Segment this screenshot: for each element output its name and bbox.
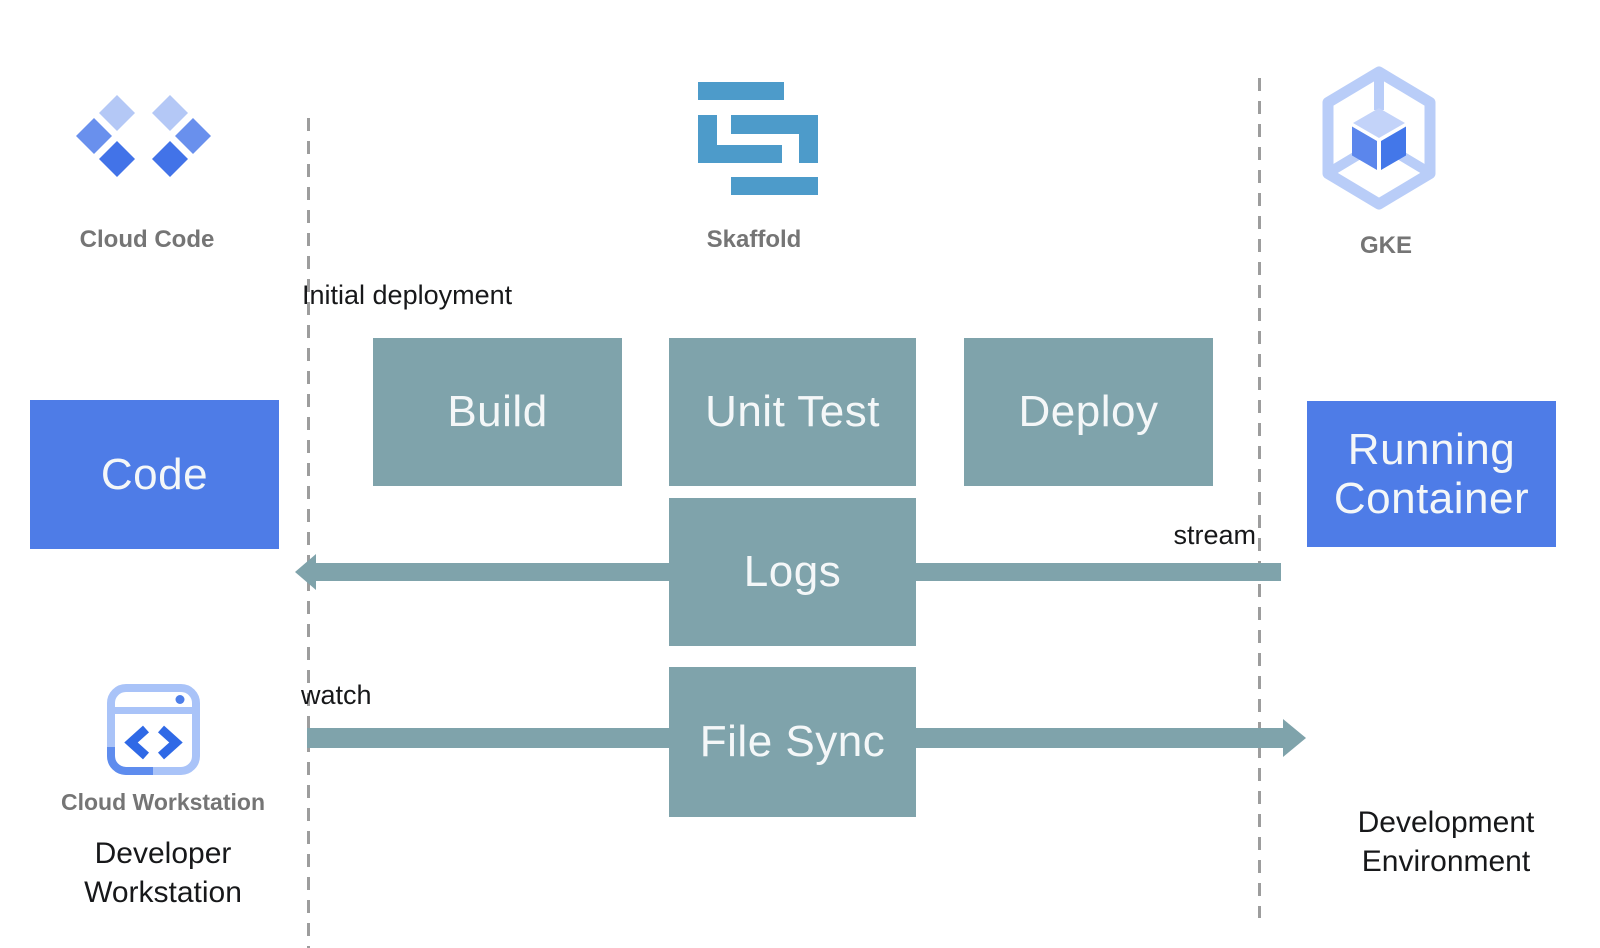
- unit-test-box-label: Unit Test: [705, 387, 880, 437]
- skaffold-label: Skaffold: [706, 226, 802, 253]
- diamond-right-top: [152, 95, 188, 131]
- gke-hexagon: [1322, 66, 1436, 210]
- workstation-header-divider: [112, 707, 195, 714]
- gke-label: GKE: [1359, 232, 1412, 259]
- gke-cube-left: [1352, 126, 1377, 170]
- skaffold-bottom-bar: [731, 177, 818, 195]
- cloud-code-icon: [76, 95, 211, 177]
- gke-cube-right: [1381, 126, 1406, 170]
- skaffold-right-col: [799, 115, 818, 163]
- cloud-workstation-icon: [107, 684, 200, 775]
- initial-deployment-label: Initial deployment: [302, 280, 513, 310]
- skaffold-icon: [698, 82, 818, 195]
- skaffold-top-bar: [698, 82, 784, 100]
- stream-label: stream: [1173, 520, 1256, 550]
- diamond-right-bottom: [152, 141, 188, 177]
- unit-test-box: Unit Test: [669, 338, 916, 486]
- cloud-code-label: Cloud Code: [79, 226, 215, 253]
- diamond-right-mid: [175, 118, 211, 154]
- divider-developer-workstation: [307, 118, 310, 948]
- workstation-header-dot: [175, 695, 185, 704]
- divider-development-environment: [1258, 78, 1261, 918]
- gke-icon: [1322, 66, 1436, 210]
- gke-spoke-left: [1330, 150, 1361, 175]
- cloud-workstation-label: Cloud Workstation: [60, 789, 265, 815]
- deploy-box: Deploy: [964, 338, 1213, 486]
- logs-box: Logs: [669, 498, 916, 646]
- workstation-chevron-left: [124, 725, 150, 760]
- running-container-box-label: Running Container: [1333, 424, 1530, 523]
- skaffold-mid-low: [698, 145, 782, 163]
- workstation-chevron-right: [157, 725, 183, 760]
- file-sync-box-label: File Sync: [699, 717, 886, 767]
- code-box-label: Code: [100, 449, 209, 499]
- watch-arrow-head-right: [1283, 719, 1306, 757]
- running-container-box: Running Container: [1307, 401, 1556, 547]
- deploy-box-label: Deploy: [1018, 387, 1159, 437]
- workstation-corner-accent: [107, 747, 153, 775]
- gke-spoke-right: [1397, 150, 1428, 175]
- gke-cube-top: [1353, 108, 1405, 138]
- diamond-left-mid: [76, 118, 112, 154]
- file-sync-box: File Sync: [669, 667, 916, 817]
- build-box: Build: [373, 338, 622, 486]
- watch-label: watch: [301, 680, 372, 710]
- build-box-label: Build: [447, 387, 548, 437]
- developer-workstation-caption: Developer Workstation: [84, 837, 242, 909]
- skaffold-mid-high: [731, 115, 818, 134]
- development-environment-caption: Development Environment: [1357, 806, 1535, 878]
- diamond-left-bottom: [99, 141, 135, 177]
- logs-box-label: Logs: [743, 547, 842, 597]
- stream-arrow-head-left: [295, 554, 316, 590]
- diamond-left-top: [99, 95, 135, 131]
- code-box: Code: [30, 400, 279, 549]
